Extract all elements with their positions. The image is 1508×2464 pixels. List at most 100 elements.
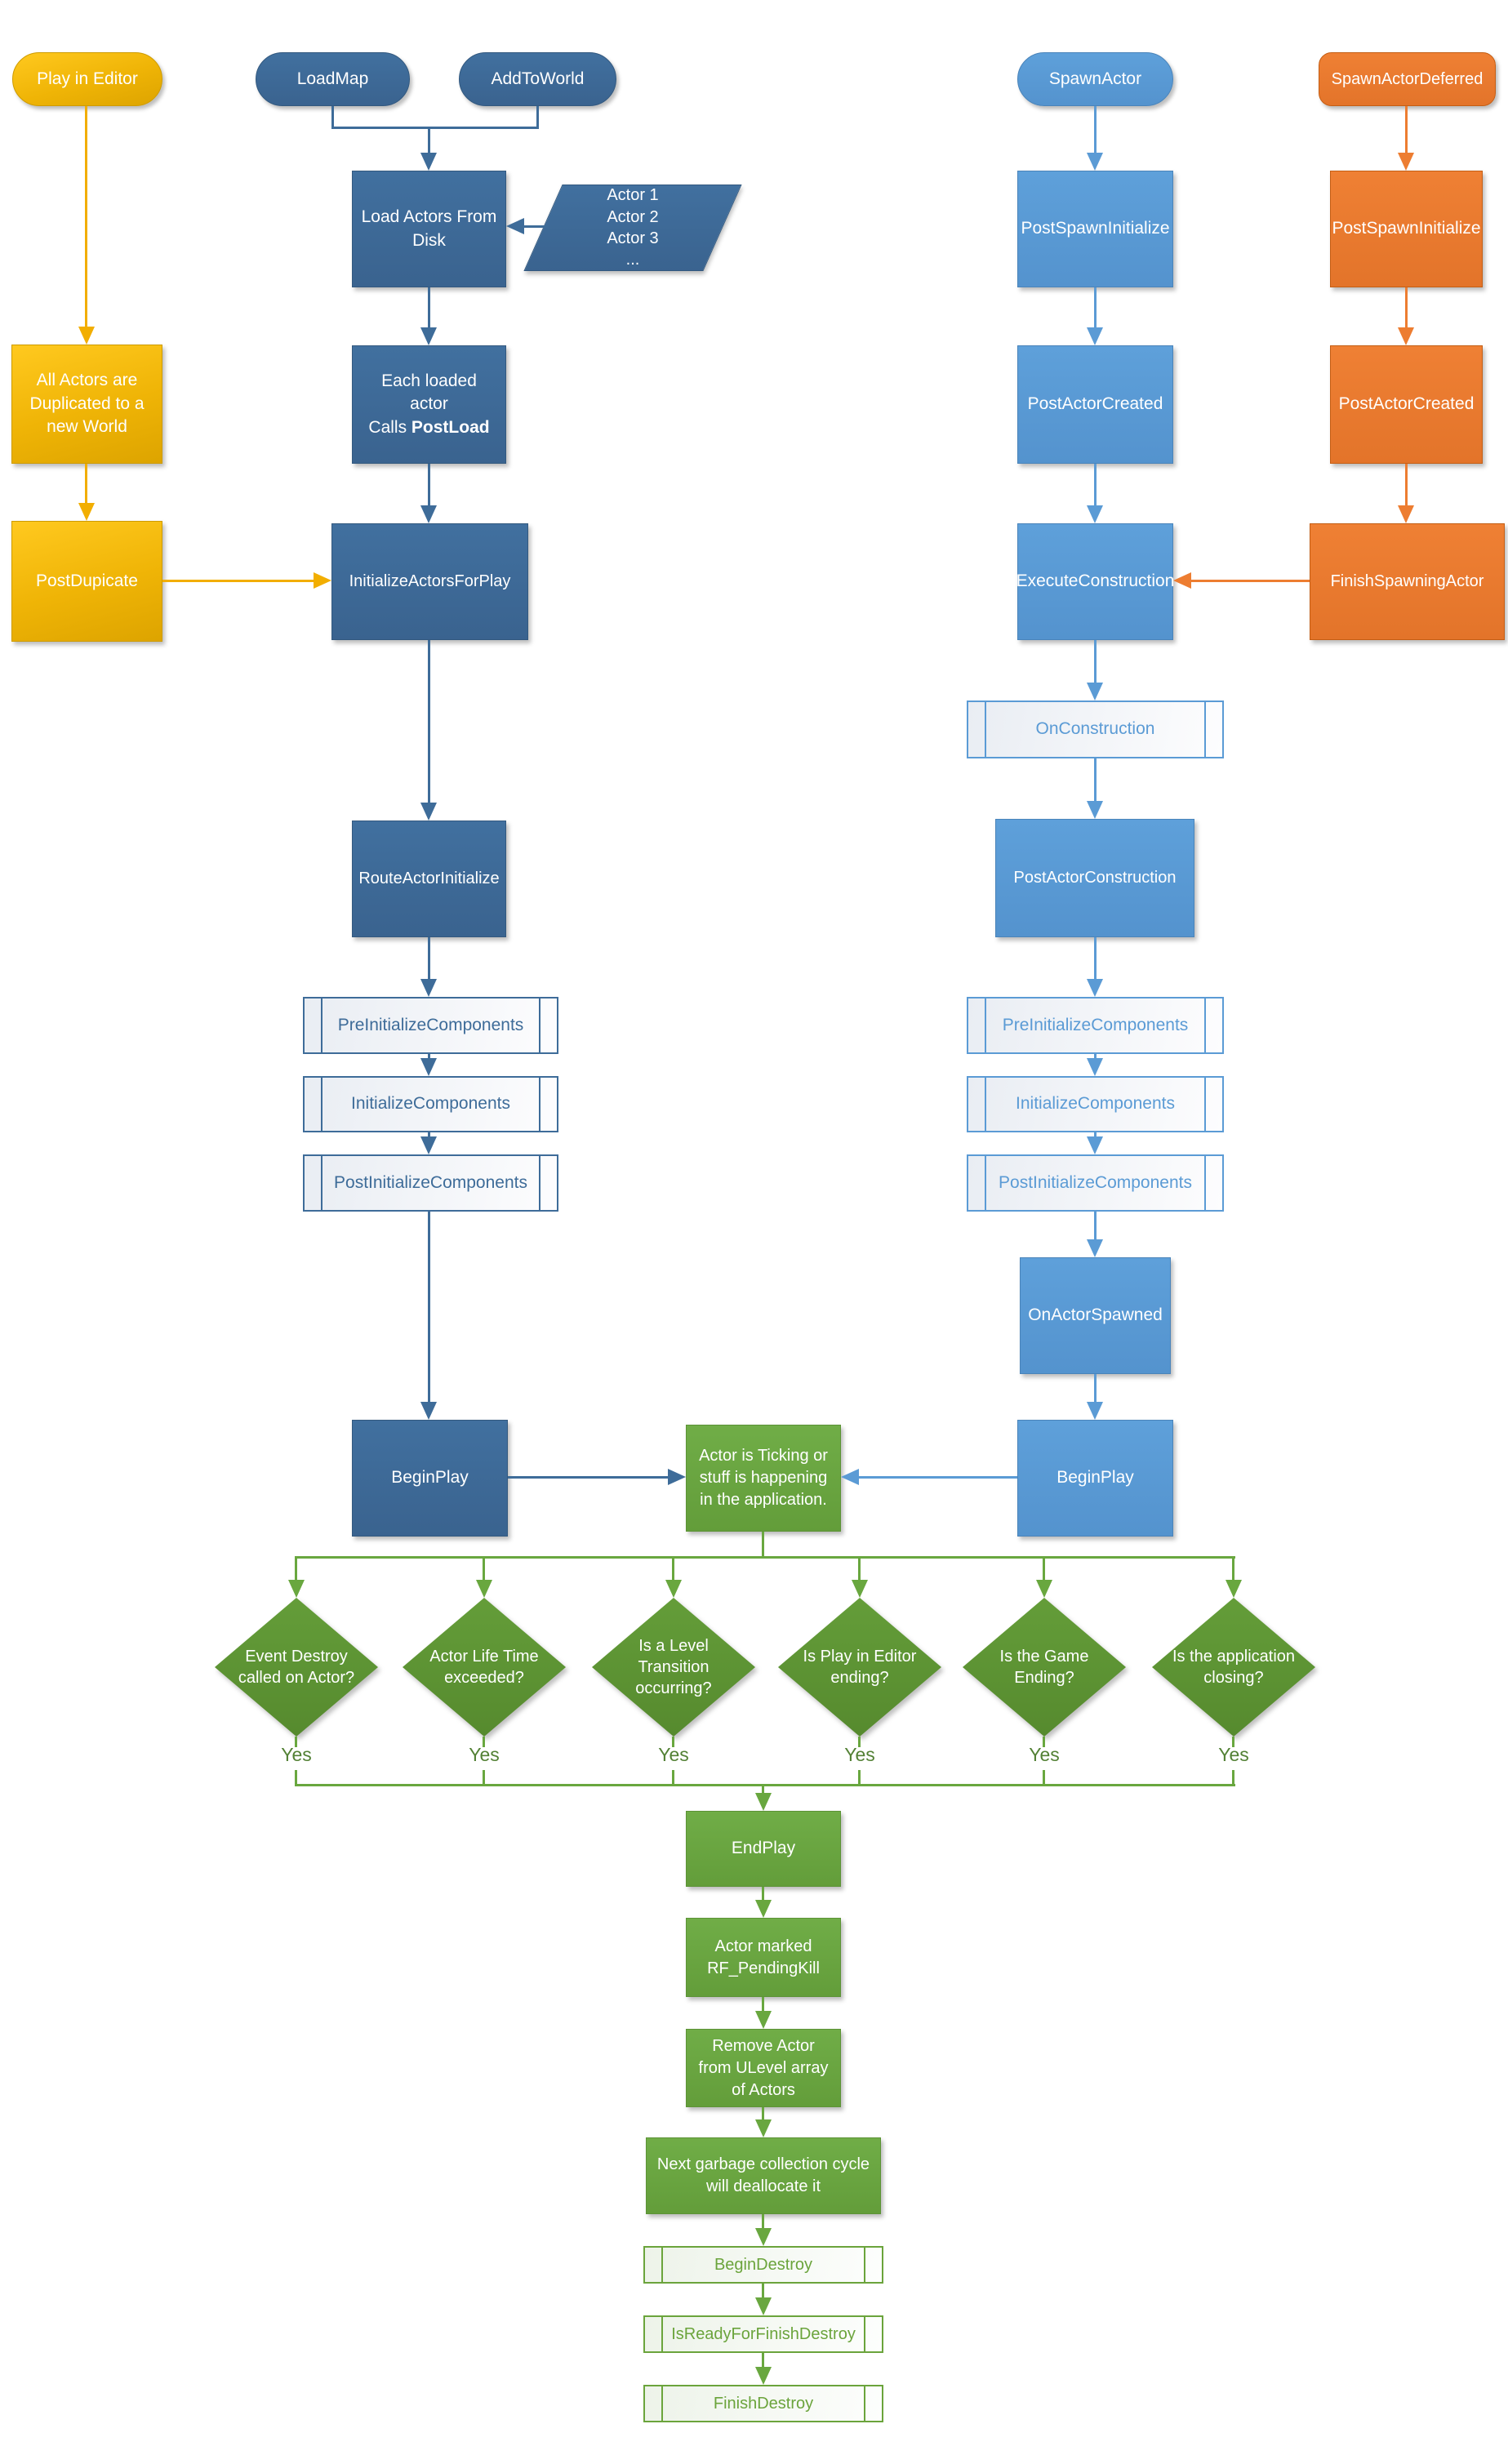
terminator-load-map: LoadMap [256,52,410,106]
decision-game-ending: Is the Game Ending? [963,1598,1126,1737]
subroutine-label: InitializeComponents [351,1094,510,1114]
arrowhead [1087,327,1103,345]
subroutine-finish-destroy: FinishDestroy [643,2385,883,2422]
connector [428,1132,430,1136]
connector [1094,1054,1097,1058]
connector [1043,1556,1045,1580]
connector [483,1556,485,1580]
connector [672,1556,674,1580]
subroutine-label: PostInitializeComponents [999,1172,1192,1192]
process-post-actor-construction: PostActorConstruction [995,819,1194,937]
connector [483,1737,485,1747]
connector [428,127,430,153]
arrowhead [1087,153,1103,171]
connector [1094,640,1097,683]
arrowhead [755,2228,772,2246]
postload-bold: PostLoad [411,417,490,437]
connector [1405,287,1408,327]
arrowhead [420,1136,437,1154]
arrowhead [288,1580,305,1598]
arrowhead [314,572,331,589]
each-loaded-actor-line1: Each loaded actor [381,371,477,414]
connector [858,1737,861,1747]
arrowhead [420,505,437,523]
arrowhead [755,2119,772,2137]
arrowhead [420,803,437,821]
connector [1094,106,1097,153]
connector [428,287,430,327]
arrowhead [506,218,524,234]
subroutine-label: IsReadyForFinishDestroy [671,2324,856,2343]
arrowhead [841,1469,859,1485]
process-load-actors-from-disk: Load Actors From Disk [352,171,506,287]
connector [1094,1212,1097,1239]
connector [762,2214,764,2228]
subroutine-label: InitializeComponents [1016,1094,1175,1114]
arrowhead [1398,327,1414,345]
connector [1094,287,1097,327]
process-actor-marked-pending-kill: Actor marked RF_PendingKill [686,1918,841,1997]
decision-label: Is Play in Editor ending? [803,1648,917,1687]
connector [428,640,430,803]
connector [1405,464,1408,505]
arrowhead [1087,1136,1103,1154]
connector [1094,758,1097,801]
process-post-actor-created-orange: PostActorCreated [1330,345,1483,464]
terminator-add-to-world: AddToWorld [459,52,616,106]
process-post-dupicate: PostDupicate [11,521,162,642]
subroutine-begin-destroy: BeginDestroy [643,2246,883,2284]
decision-event-destroy: Event Destroy called on Actor? [215,1598,378,1737]
arrowhead [1036,1580,1052,1598]
arrowhead [1398,505,1414,523]
subroutine-label: PreInitializeComponents [337,1015,524,1034]
connector [295,1737,297,1747]
connector [1043,1770,1045,1786]
yes-label: Yes [281,1744,312,1765]
connector [331,127,539,129]
connector [762,1532,764,1558]
subroutine-on-construction: OnConstruction [967,701,1224,758]
decision-level-transition: Is a Level Transition occurring? [592,1598,755,1737]
connector [428,1054,430,1058]
connector [524,225,549,228]
process-finish-spawning-actor: FinishSpawningActor [1310,523,1505,640]
process-post-spawn-initialize-orange: PostSpawnInitialize [1330,171,1483,287]
connector [295,1770,297,1786]
subroutine-pre-initialize-components-left: PreInitializeComponents [303,997,558,1054]
arrowhead [1087,979,1103,997]
connector [295,1556,297,1580]
decision-pie-ending: Is Play in Editor ending? [778,1598,941,1737]
subroutine-label: PreInitializeComponents [1002,1015,1189,1034]
connector [1094,1132,1097,1136]
connector [85,106,87,327]
connector [672,1770,674,1786]
process-begin-play-left: BeginPlay [352,1420,508,1537]
subroutine-label: BeginDestroy [714,2255,813,2274]
arrowhead [1226,1580,1242,1598]
connector [762,1785,764,1793]
connector [762,1997,764,2011]
connector [1232,1737,1234,1747]
arrowhead [1087,1402,1103,1420]
process-begin-play-right: BeginPlay [1017,1420,1173,1537]
arrowhead [1087,1239,1103,1257]
arrowhead [420,327,437,345]
process-post-actor-created-blue: PostActorCreated [1017,345,1173,464]
arrowhead [755,2011,772,2029]
yes-label: Yes [658,1744,689,1765]
actor-list-line: Actor 2 [607,207,659,226]
process-initialize-actors-for-play: InitializeActorsForPlay [331,523,528,640]
arrowhead [78,327,95,345]
connector [428,937,430,979]
actor-list-line: Actor 3 [607,229,659,247]
connector [1232,1556,1234,1580]
connector [428,464,430,505]
arrowhead [1398,153,1414,171]
terminator-spawn-actor-deferred: SpawnActorDeferred [1319,52,1496,106]
connector [859,1476,1017,1479]
decision-label: Is the Game Ending? [999,1648,1089,1687]
connector [536,106,539,129]
yes-label: Yes [844,1744,875,1765]
subroutine-post-initialize-components-left: PostInitializeComponents [303,1154,558,1212]
